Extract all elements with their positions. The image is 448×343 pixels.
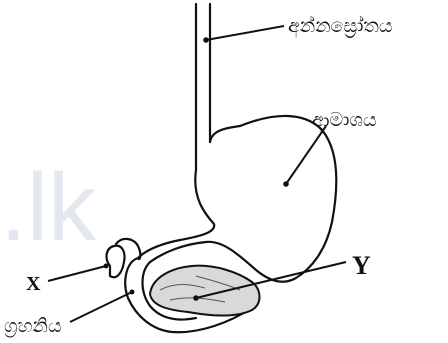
- watermark: .lk: [0, 154, 97, 261]
- label-x: X: [26, 273, 41, 295]
- stomach-outline: [150, 116, 336, 282]
- gallbladder: [107, 246, 125, 278]
- liver-edge: [116, 239, 140, 259]
- x-pointer-dot: [104, 264, 109, 269]
- duodenum-pointer: [70, 292, 132, 322]
- label-duodenum: ග්‍රහනිය: [4, 315, 62, 337]
- x-pointer: [48, 266, 106, 281]
- duodenum-pointer-dot: [130, 290, 135, 295]
- label-y: Y: [352, 251, 371, 280]
- y-pointer-dot: [193, 295, 199, 301]
- esophagus-pointer: [206, 26, 284, 40]
- stomach-pointer: [286, 126, 326, 184]
- stomach-inner-curve: [138, 170, 214, 258]
- label-stomach: ආමාශය: [312, 109, 377, 132]
- label-esophagus: අන්නස්‍රෝතය: [288, 15, 393, 38]
- esophagus-pointer-dot: [203, 37, 209, 43]
- pancreas: [150, 266, 260, 316]
- stomach-pointer-dot: [283, 181, 289, 187]
